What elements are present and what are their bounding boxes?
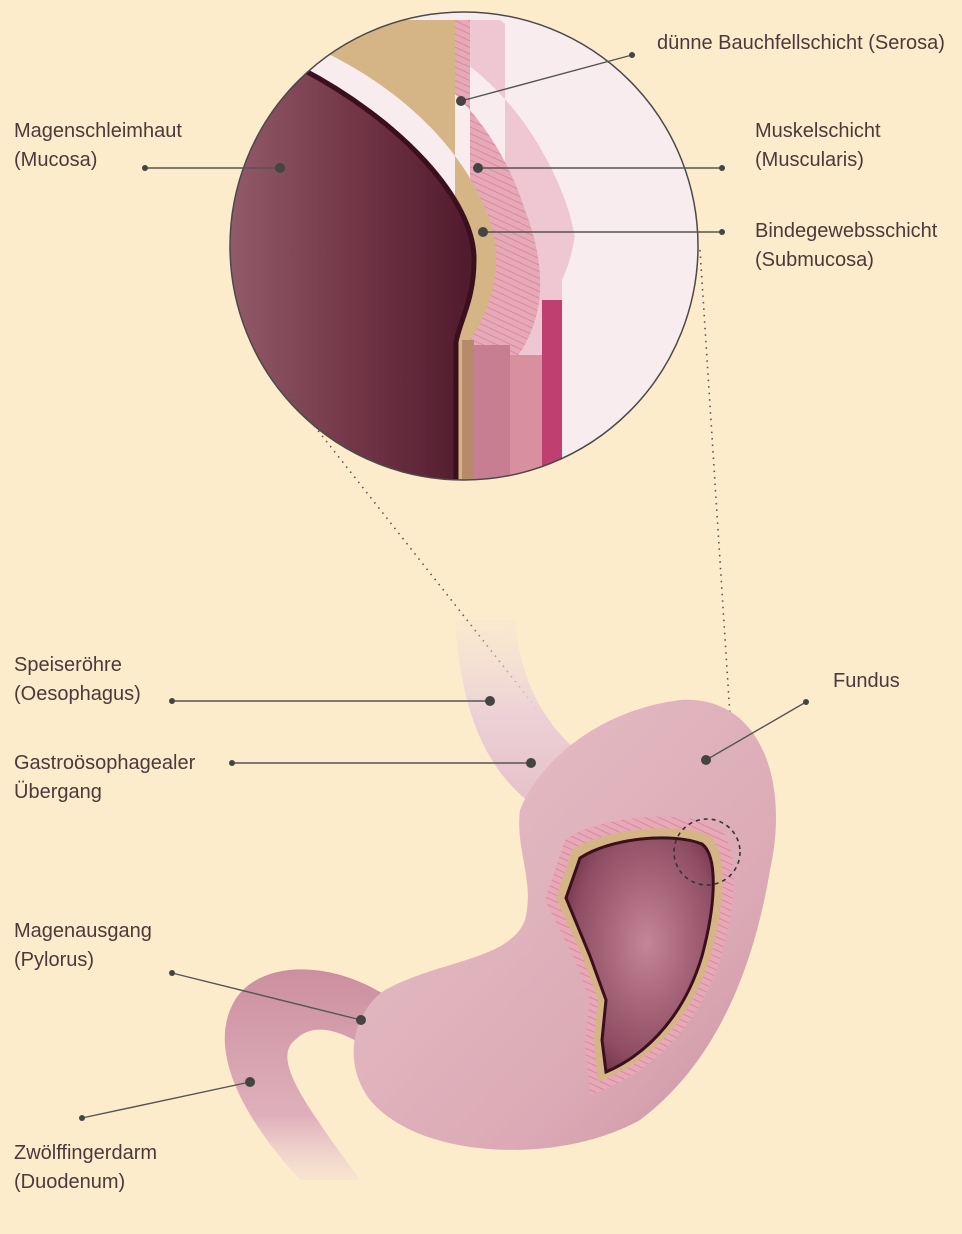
stomach-illustration (225, 620, 776, 1180)
label-junction: Gastroösophagealer Übergang (14, 749, 195, 807)
label-submucosa-line1: Bindegewebsschicht (755, 217, 937, 246)
label-serosa: dünne Bauchfellschicht (Serosa) (657, 29, 945, 58)
label-duodenum: Zwölffingerdarm (Duodenum) (14, 1139, 157, 1197)
label-fundus-line1: Fundus (833, 667, 900, 696)
label-junction-line1: Gastroösophagealer (14, 749, 195, 778)
label-muscularis-line1: Muskelschicht (755, 117, 881, 146)
label-pylorus: Magenausgang (Pylorus) (14, 917, 152, 975)
magnified-wall-section (200, 12, 720, 490)
label-oesophagus-line2: (Oesophagus) (14, 680, 141, 709)
label-pylorus-line1: Magenausgang (14, 917, 152, 946)
label-duodenum-line1: Zwölffingerdarm (14, 1139, 157, 1168)
label-submucosa: Bindegewebsschicht (Submucosa) (755, 217, 937, 275)
label-pylorus-line2: (Pylorus) (14, 946, 152, 975)
label-duodenum-line2: (Duodenum) (14, 1168, 157, 1197)
label-mucosa-line2: (Mucosa) (14, 146, 182, 175)
label-oesophagus: Speiseröhre (Oesophagus) (14, 651, 141, 709)
label-mucosa: Magenschleimhaut (Mucosa) (14, 117, 182, 175)
label-oesophagus-line1: Speiseröhre (14, 651, 141, 680)
label-muscularis-line2: (Muscularis) (755, 146, 881, 175)
label-mucosa-line1: Magenschleimhaut (14, 117, 182, 146)
label-junction-line2: Übergang (14, 778, 195, 807)
label-fundus: Fundus (833, 667, 900, 696)
label-submucosa-line2: (Submucosa) (755, 246, 937, 275)
label-muscularis: Muskelschicht (Muscularis) (755, 117, 881, 175)
label-serosa-line1: dünne Bauchfellschicht (Serosa) (657, 29, 945, 58)
